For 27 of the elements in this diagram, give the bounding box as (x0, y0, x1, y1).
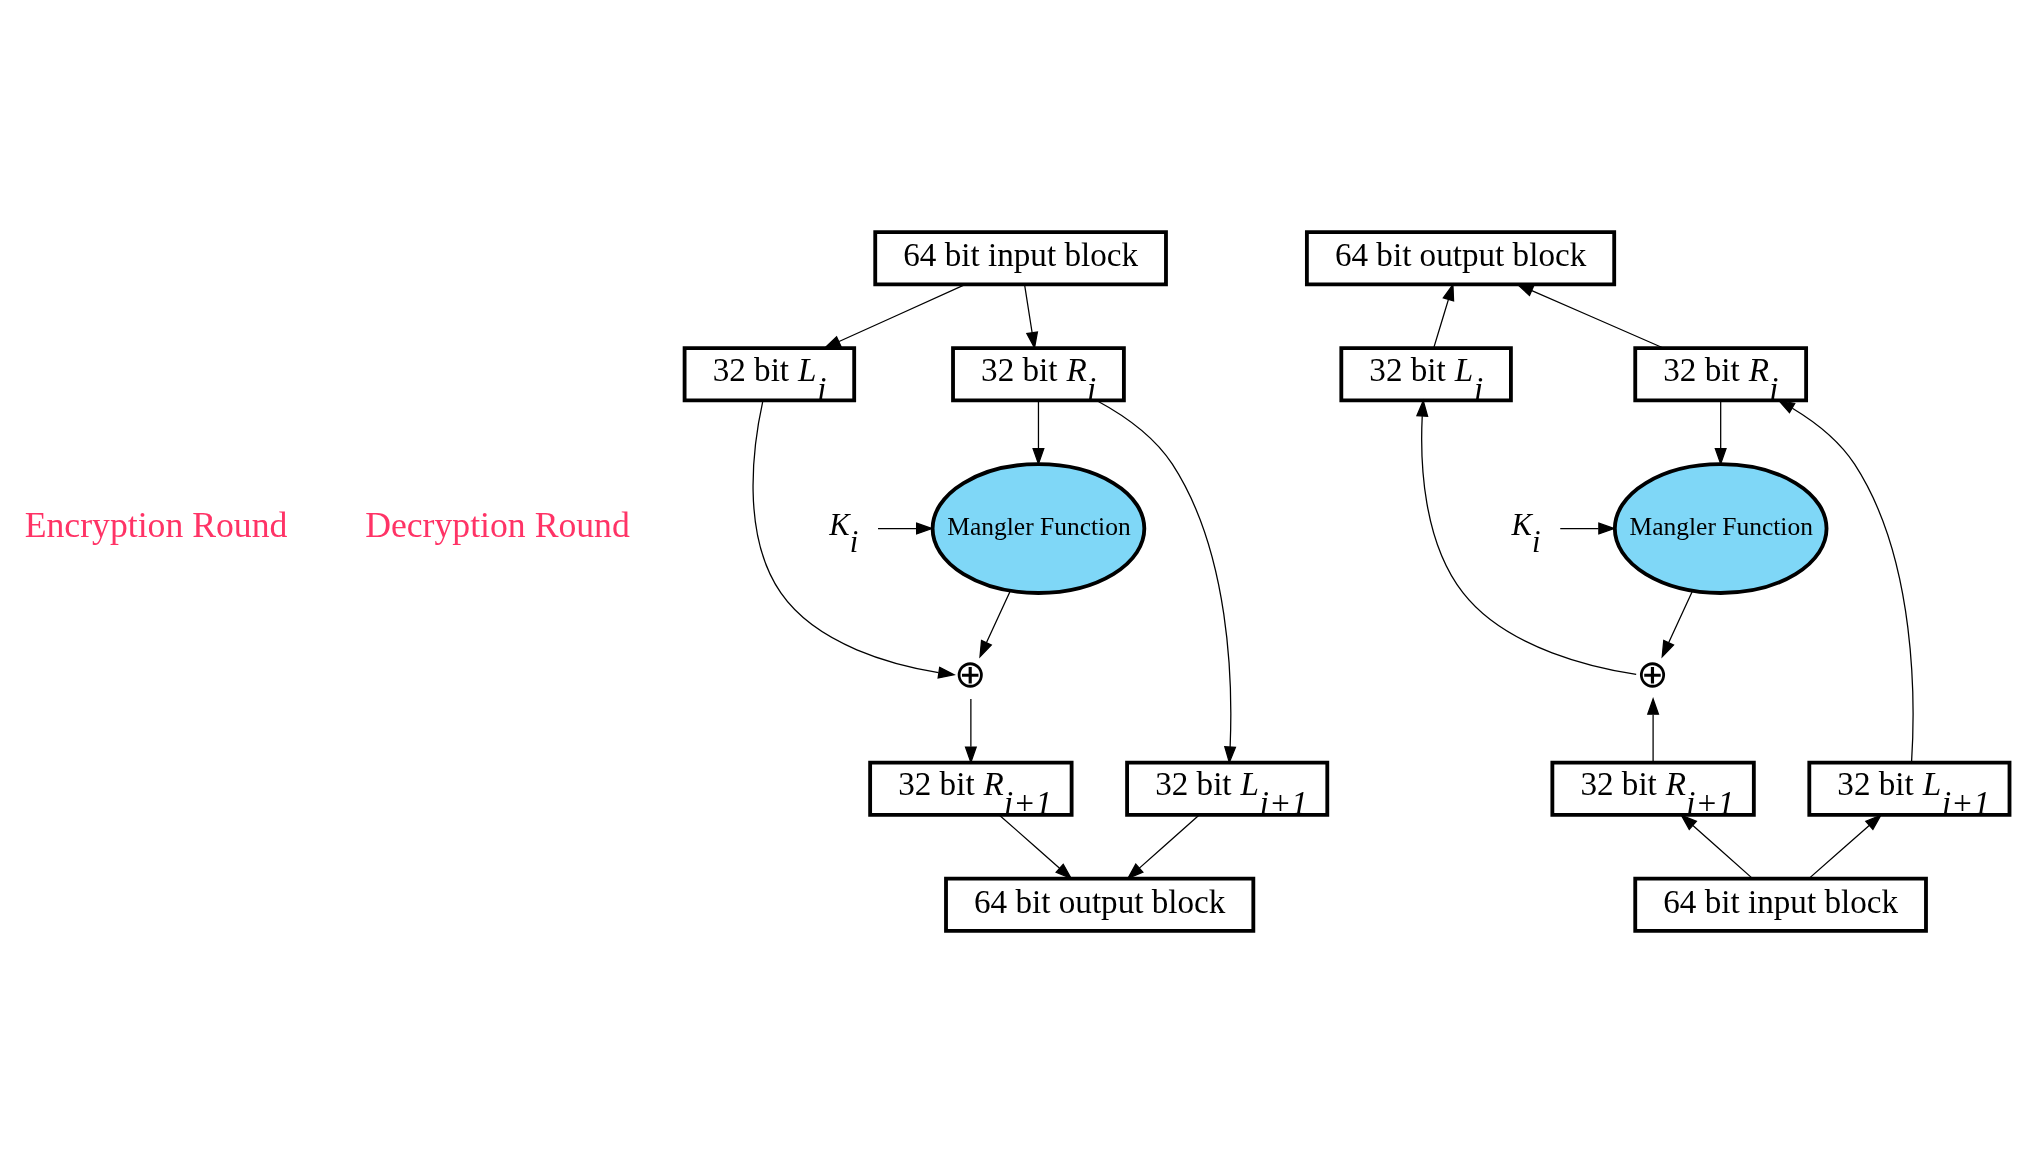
arrow (1515, 283, 1664, 349)
arrow (752, 399, 956, 679)
arrow (823, 283, 967, 349)
arrow (1032, 399, 1045, 466)
node-text: ⊕ (954, 650, 987, 696)
arrow (1095, 399, 1237, 764)
node-ellipse: Mangler Function (930, 461, 1147, 595)
node-text: ⊕ (1636, 650, 1669, 696)
arrow (1714, 399, 1727, 466)
arrow (1777, 399, 1914, 763)
node-box: 64 bit input block (1633, 876, 1928, 933)
arrow (998, 814, 1073, 880)
arrow (1646, 696, 1660, 763)
arrow (1808, 813, 1883, 879)
node-box: 64 bit input block (873, 229, 1168, 286)
node-box: 64 bit output block (944, 876, 1256, 933)
arrow (1679, 813, 1754, 879)
arrow (964, 697, 978, 764)
arrow (1023, 283, 1039, 350)
arrow (877, 521, 934, 535)
node-ellipse: Mangler Function (1612, 461, 1829, 595)
node-box: 64 bit output block (1304, 229, 1617, 286)
label: Decryption Round (365, 504, 630, 545)
label: Encryption Round (24, 504, 288, 545)
arrow (1126, 814, 1200, 880)
arrow (979, 589, 1011, 658)
arrow (1661, 589, 1694, 658)
